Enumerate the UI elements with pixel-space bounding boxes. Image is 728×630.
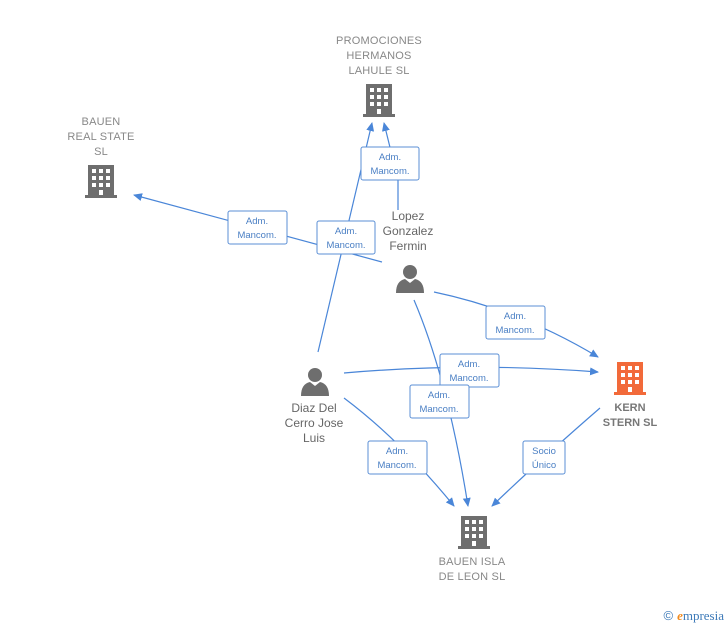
svg-text:Único: Único	[532, 460, 556, 471]
edge-label-lopez-promociones[interactable]: Adm. Mancom.	[360, 146, 420, 181]
edge-label-lopez-bauen-real[interactable]: Adm. Mancom.	[227, 210, 288, 245]
svg-text:Lopez: Lopez	[392, 209, 425, 223]
svg-text:Diaz Del: Diaz Del	[291, 401, 336, 415]
edge-label-kern-bauen-isla[interactable]: Socio Único	[522, 440, 566, 475]
svg-text:Cerro Jose: Cerro Jose	[285, 416, 344, 430]
svg-text:SL: SL	[94, 146, 108, 158]
svg-text:Fermin: Fermin	[389, 239, 426, 253]
building-icon	[614, 362, 646, 395]
svg-text:HERMANOS: HERMANOS	[346, 50, 411, 62]
svg-text:PROMOCIONES: PROMOCIONES	[336, 35, 422, 47]
brand-logo-text: mpresia	[682, 608, 724, 623]
edge-label-lopez-kern[interactable]: Adm. Mancom.	[485, 305, 546, 340]
svg-text:DE LEON SL: DE LEON SL	[439, 571, 506, 583]
svg-text:BAUEN ISLA: BAUEN ISLA	[439, 556, 506, 568]
svg-text:Mancom.: Mancom.	[495, 325, 534, 336]
node-kern-stern[interactable]: KERN STERN SL	[603, 362, 658, 429]
node-lopez-gonzalez-fermin[interactable]: Lopez Gonzalez Fermin	[383, 209, 434, 293]
edge-label-diaz-bauen-isla[interactable]: Adm. Mancom.	[367, 440, 428, 475]
svg-text:LAHULE SL: LAHULE SL	[348, 65, 409, 77]
svg-text:Mancom.: Mancom.	[237, 230, 276, 241]
svg-text:BAUEN: BAUEN	[82, 116, 121, 128]
svg-text:STERN SL: STERN SL	[603, 417, 658, 429]
edge-label-diaz-kern[interactable]: Adm. Mancom.	[439, 353, 500, 388]
building-icon	[458, 516, 490, 549]
svg-text:Adm.: Adm.	[504, 311, 526, 322]
svg-text:KERN: KERN	[614, 402, 645, 414]
footer-brand: ©empresia	[663, 608, 724, 624]
svg-text:Mancom.: Mancom.	[377, 460, 416, 471]
node-diaz-del-cerro-jose-luis[interactable]: Diaz Del Cerro Jose Luis	[285, 368, 344, 445]
node-bauen-real-state[interactable]: BAUEN REAL STATE SL	[67, 116, 134, 198]
svg-text:Mancom.: Mancom.	[449, 373, 488, 384]
svg-text:Mancom.: Mancom.	[370, 166, 409, 177]
copyright-symbol: ©	[663, 608, 674, 623]
svg-text:Adm.: Adm.	[246, 216, 268, 227]
node-bauen-isla-de-leon[interactable]: BAUEN ISLA DE LEON SL	[439, 516, 506, 583]
svg-text:Adm.: Adm.	[379, 152, 401, 163]
svg-text:Adm.: Adm.	[335, 226, 357, 237]
svg-text:Gonzalez: Gonzalez	[383, 224, 434, 238]
node-promociones-hermanos-lahule[interactable]: PROMOCIONES HERMANOS LAHULE SL	[336, 35, 422, 117]
edge-label-diaz-promociones[interactable]: Adm. Mancom.	[316, 220, 376, 255]
svg-text:Mancom.: Mancom.	[326, 240, 365, 251]
brand-logo-initial: e	[677, 608, 683, 623]
building-icon	[85, 165, 117, 198]
svg-text:Luis: Luis	[303, 431, 325, 445]
edge-label-lopez-bauen-isla[interactable]: Adm. Mancom.	[409, 384, 470, 419]
edge-labels: Adm. Mancom. Adm. Mancom. Adm. Mancom. A…	[227, 146, 566, 475]
svg-text:Adm.: Adm.	[458, 359, 480, 370]
building-icon	[363, 84, 395, 117]
svg-text:Mancom.: Mancom.	[419, 404, 458, 415]
svg-text:Socio: Socio	[532, 446, 556, 457]
svg-text:Adm.: Adm.	[428, 390, 450, 401]
person-icon	[396, 265, 424, 293]
svg-text:Adm.: Adm.	[386, 446, 408, 457]
person-icon	[301, 368, 329, 396]
svg-text:REAL STATE: REAL STATE	[67, 131, 134, 143]
